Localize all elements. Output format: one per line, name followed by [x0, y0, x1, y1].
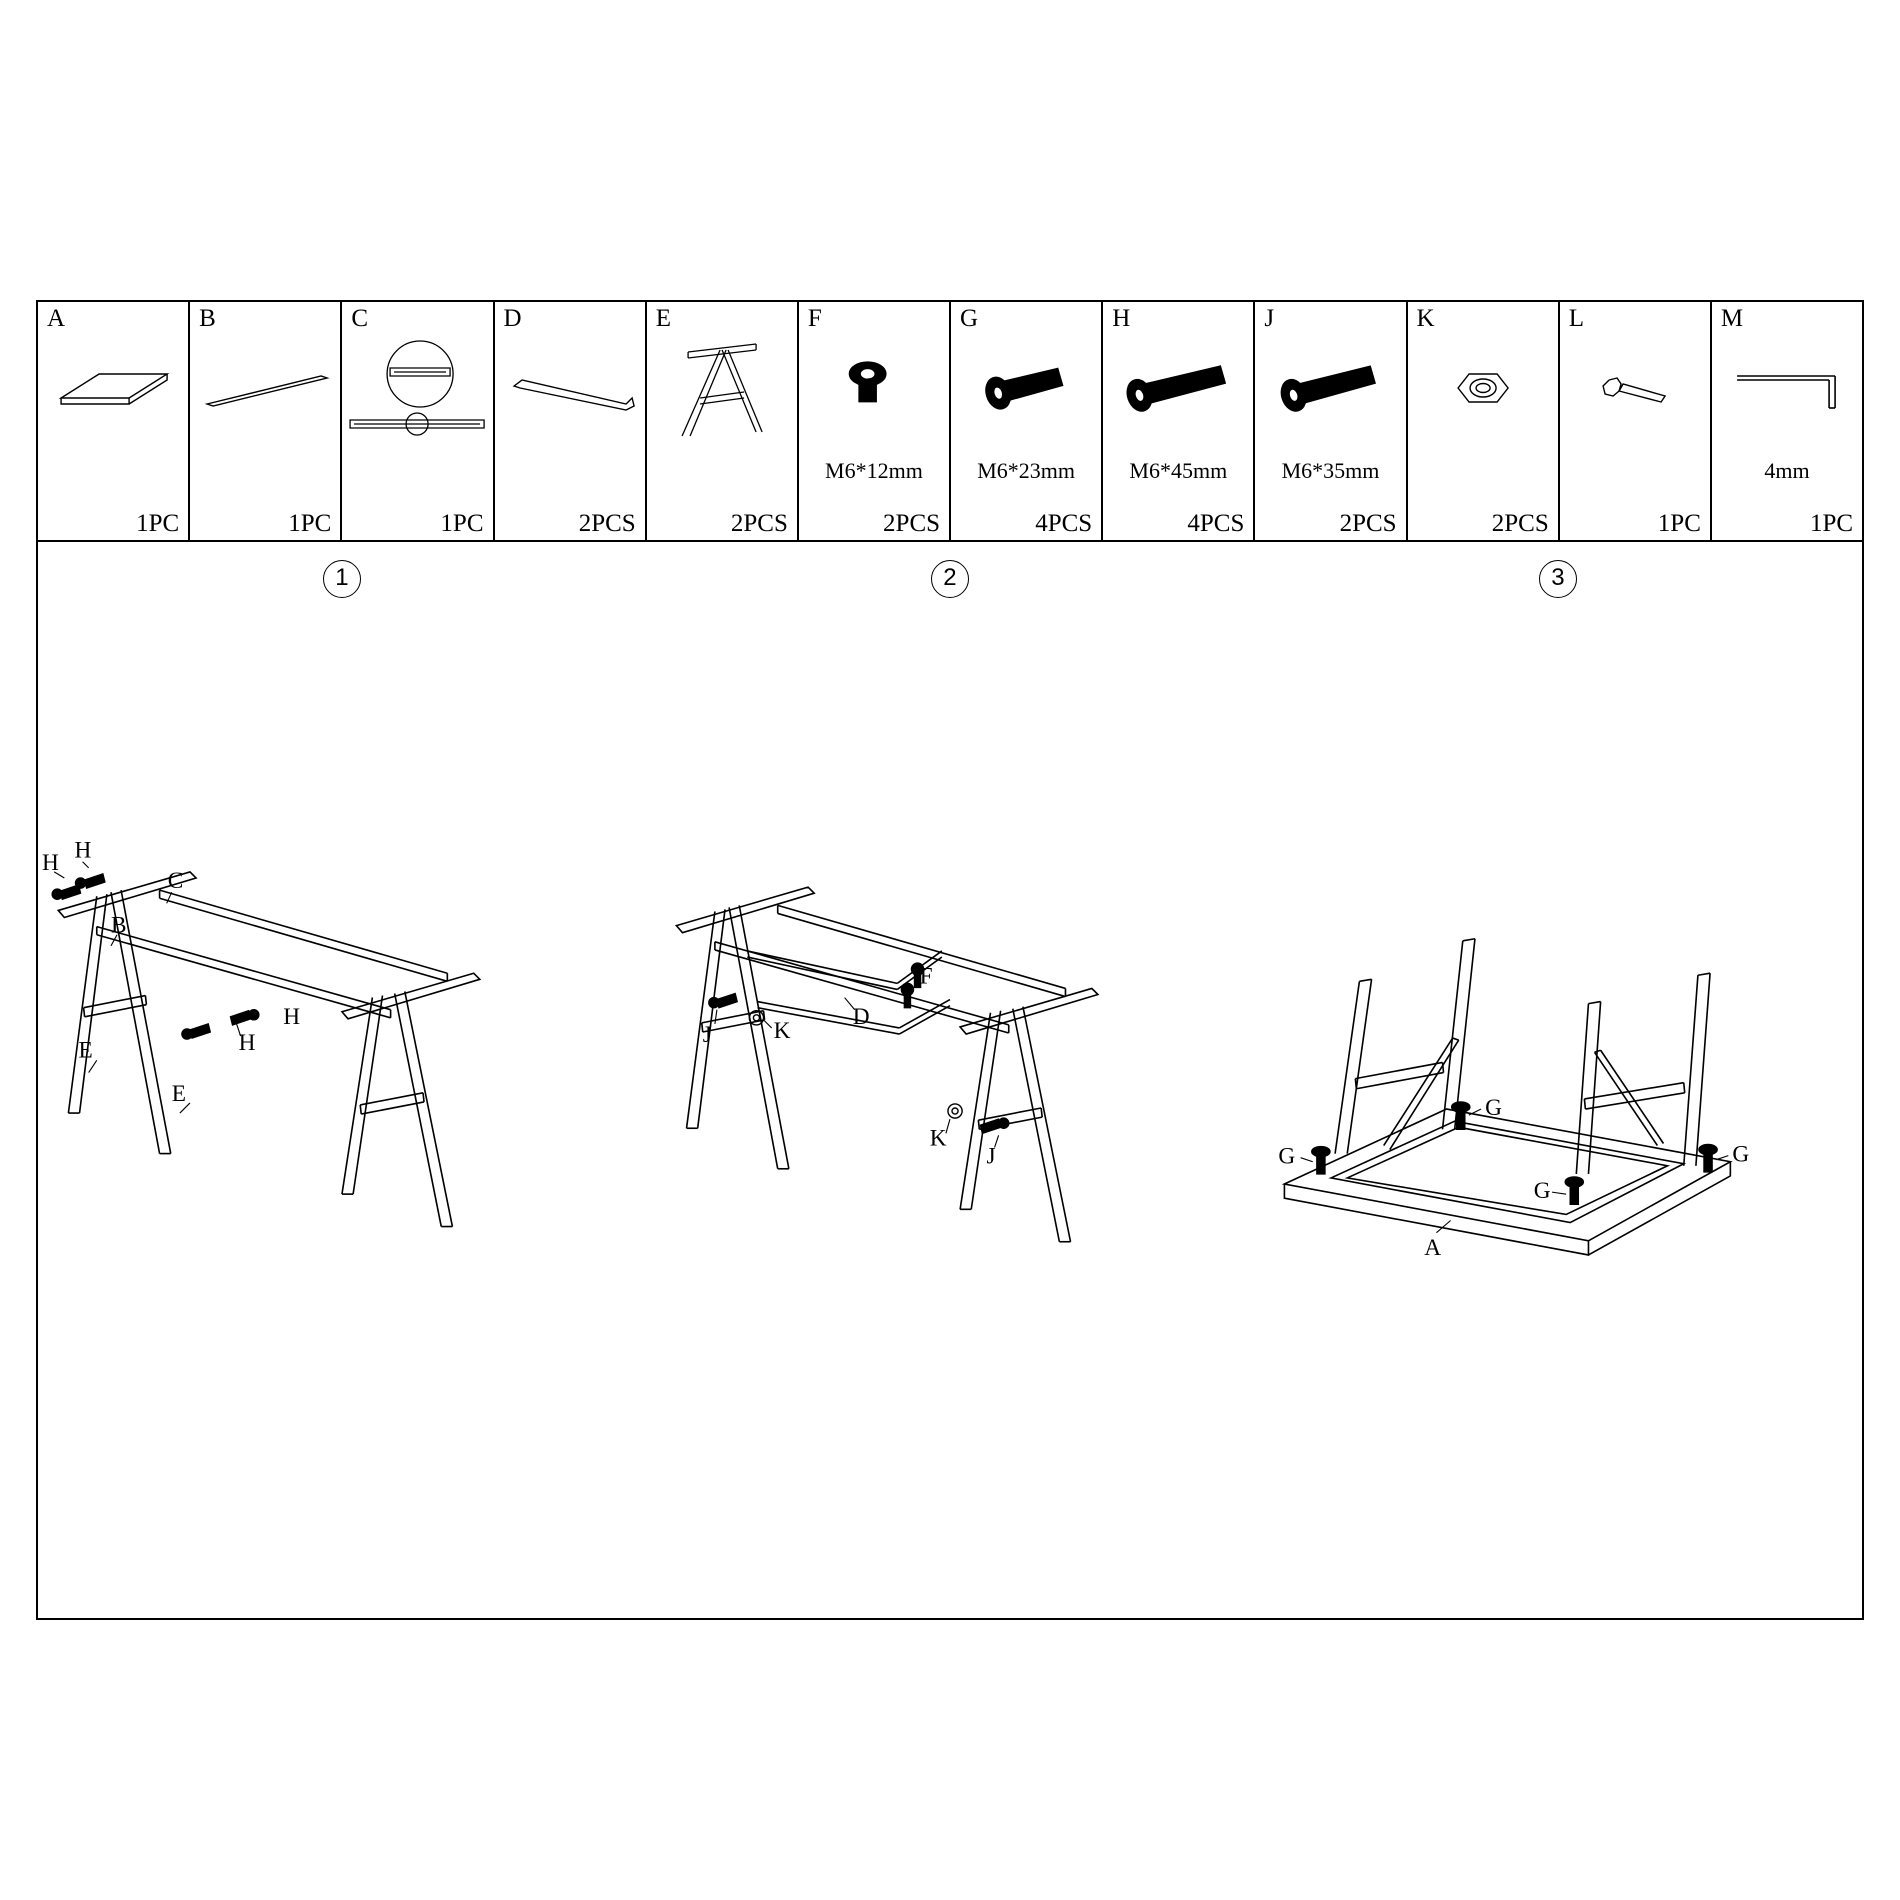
part-art-tabletop-panel — [38, 336, 188, 446]
part-qty: 1PC — [1657, 510, 1701, 537]
part-letter: G — [960, 305, 979, 332]
part-letter: E — [655, 305, 671, 332]
part-qty: 2PCS — [1491, 510, 1549, 537]
step-number-3: 3 — [1254, 560, 1862, 598]
callout-c: C — [168, 868, 184, 894]
callout-e-2: E — [172, 1081, 186, 1107]
steps-area: 1 — [38, 542, 1862, 1618]
part-cell-j: J M6*35mm 2PCS — [1255, 302, 1408, 540]
part-spec: M6*35mm — [1281, 458, 1380, 483]
step-number-label: 2 — [930, 560, 969, 598]
callout-a: A — [1424, 1235, 1441, 1261]
part-letter: C — [351, 305, 369, 332]
callout-h-3: H — [239, 1030, 256, 1056]
part-art-bolt-medium — [951, 336, 1101, 446]
step-number-1: 1 — [38, 560, 646, 598]
callout-h-2: H — [74, 838, 91, 864]
step-2: 2 — [646, 542, 1254, 1618]
part-cell-k: K 2PCS — [1408, 302, 1560, 540]
part-cell-m: M 4mm 1PC — [1712, 302, 1862, 540]
part-cell-e: E 2PCS — [647, 302, 799, 540]
step-2-illustration: F D J K K J — [646, 602, 1254, 1462]
part-art-bolt-long — [1103, 336, 1253, 446]
part-art-a-frame-leg — [647, 336, 797, 446]
callout-g-1: G — [1485, 1095, 1502, 1121]
callout-g-4: G — [1534, 1178, 1551, 1204]
part-art-angled-brace — [495, 336, 645, 446]
part-letter: D — [503, 305, 522, 332]
part-qty: 1PC — [288, 510, 332, 537]
part-spec: M6*12mm — [825, 458, 923, 483]
part-art-long-rail — [190, 336, 340, 446]
step-number-label: 3 — [1538, 560, 1577, 598]
callout-d: D — [853, 1004, 870, 1030]
part-spec: M6*45mm — [1129, 458, 1228, 483]
part-qty: 1PC — [1809, 510, 1854, 537]
part-cell-g: G M6*23mm 4PCS — [951, 302, 1104, 540]
instruction-sheet: A 1PC B — [36, 300, 1864, 1620]
callout-e-1: E — [79, 1037, 93, 1063]
part-art-bolt-long2 — [1255, 336, 1405, 446]
part-letter: J — [1264, 305, 1275, 332]
part-cell-d: D 2PCS — [495, 302, 647, 540]
part-letter: M — [1720, 305, 1744, 332]
callout-h-4: H — [283, 1004, 300, 1030]
part-qty: 4PCS — [1187, 510, 1245, 537]
part-cell-a: A 1PC — [38, 302, 191, 540]
parts-table: A 1PC B — [38, 302, 1862, 542]
callout-f: F — [920, 963, 933, 989]
part-qty: 2PCS — [883, 510, 941, 537]
callout-h-1: H — [42, 850, 59, 876]
part-cell-b: B 1PC — [190, 302, 343, 540]
part-art-hex-nut — [1408, 336, 1558, 446]
part-art-allen-key — [1712, 336, 1862, 446]
part-spec: 4mm — [1764, 458, 1810, 483]
callout-j-1: J — [703, 1022, 712, 1048]
part-cell-f: F M6*12mm 2PCS — [799, 302, 952, 540]
part-art-wrench — [1560, 336, 1710, 446]
step-number-2: 2 — [646, 560, 1254, 598]
step-3-illustration: G G G G A — [1254, 602, 1862, 1462]
part-cell-c: C 1PC — [342, 302, 495, 540]
callout-b: B — [111, 913, 127, 939]
step-1: 1 — [38, 542, 646, 1618]
part-qty: 4PCS — [1035, 510, 1093, 537]
part-art-bolt-short — [799, 336, 949, 446]
step-3: 3 — [1254, 542, 1862, 1618]
step-number-label: 1 — [322, 560, 361, 598]
part-qty: 2PCS — [578, 510, 636, 537]
callout-k-2: K — [930, 1125, 947, 1151]
callout-j-2: J — [986, 1144, 995, 1170]
part-letter: L — [1568, 305, 1584, 332]
part-qty: 2PCS — [1339, 510, 1397, 537]
part-cell-l: L 1PC — [1560, 302, 1712, 540]
part-art-long-rail-detail-circle — [342, 336, 492, 446]
step-1-illustration: H H C B H H E E — [38, 602, 646, 1462]
part-spec: M6*23mm — [977, 458, 1076, 483]
callout-g-3: G — [1732, 1142, 1749, 1168]
part-cell-h: H M6*45mm 4PCS — [1103, 302, 1256, 540]
part-qty: 1PC — [440, 510, 484, 537]
part-letter: A — [47, 305, 66, 332]
callout-k-1: K — [774, 1018, 791, 1044]
callout-g-2: G — [1278, 1144, 1295, 1170]
part-letter: K — [1416, 305, 1435, 332]
part-qty: 2PCS — [730, 510, 788, 537]
part-letter: H — [1112, 305, 1131, 332]
part-qty: 1PC — [136, 510, 180, 537]
part-letter: F — [807, 305, 822, 332]
part-letter: B — [199, 305, 216, 332]
